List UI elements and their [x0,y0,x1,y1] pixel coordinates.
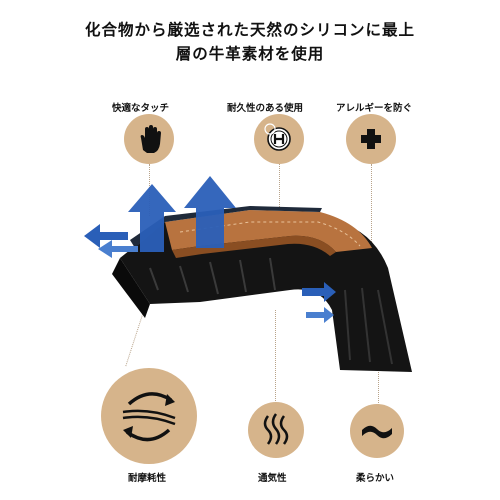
softness-badge [350,404,404,458]
connector-line-soft [378,350,379,405]
wear-resistance-badge [101,368,197,464]
headline-line-1: 化合物から厳选された天然のシリコンに最上 [84,21,415,39]
circular-arrows-icon [122,392,176,442]
plus-cross-icon [361,129,381,149]
label-durability: 耐久性のある使用 [227,103,304,114]
allergy-prevention-badge [346,114,396,164]
wavy-lines-icon [263,413,289,445]
connector-line-breath [275,310,276,405]
wave-line-icon [362,425,392,439]
connector-line-allergy [371,164,372,244]
label-breathability: 通気性 [258,473,287,484]
label-softness: 柔らかい [356,473,395,484]
connector-line-durability [279,164,280,209]
breathability-badge [248,402,304,458]
headline-line-2: 層の牛革素材を使用 [175,45,325,63]
durability-badge [254,114,304,164]
label-allergy-prevention: アレルギーを防ぐ [336,103,413,114]
comfortable-touch-badge [124,114,174,164]
label-comfortable-touch: 快適なタッチ [112,103,170,114]
h-badge-icon [264,123,291,151]
label-wear-resistance: 耐摩耗性 [128,473,167,484]
hand-icon [140,125,161,153]
